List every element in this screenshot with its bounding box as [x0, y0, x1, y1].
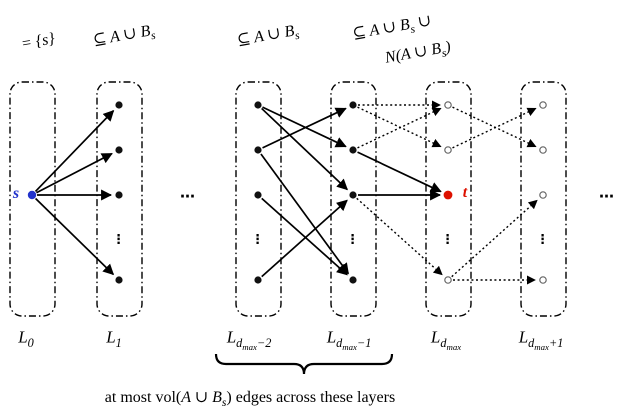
graph-node [115, 101, 123, 109]
edge-solid [261, 199, 348, 278]
graph-node [115, 276, 123, 284]
edge-dotted [452, 107, 537, 149]
edge-dotted [356, 197, 443, 276]
open-node [539, 146, 547, 154]
edge-solid [36, 152, 113, 194]
open-node [539, 101, 547, 109]
source-node [27, 190, 37, 200]
edge-dotted [452, 106, 537, 148]
layer-box-1 [96, 81, 143, 317]
edge-solid [260, 153, 349, 275]
graph-node [115, 191, 123, 199]
graph-node [349, 101, 357, 109]
layer-box-2 [235, 81, 282, 317]
edge-dotted [451, 199, 538, 278]
layer-box-0 [9, 81, 56, 317]
edge-dotted [357, 107, 442, 149]
edge-solid [357, 151, 442, 193]
graph-node [349, 191, 357, 199]
graph-node [254, 101, 262, 109]
graph-node [254, 146, 262, 154]
open-node [444, 146, 452, 154]
edge-solid [34, 109, 115, 192]
edge-solid [261, 107, 348, 191]
layer-box-5 [520, 81, 567, 317]
edge-solid [34, 197, 115, 276]
open-node [444, 101, 452, 109]
layer-box-3 [330, 81, 377, 317]
layer-box-4 [425, 81, 472, 317]
graph-node [349, 146, 357, 154]
graph-node [254, 276, 262, 284]
edge-solid [262, 106, 347, 148]
open-node [444, 276, 452, 284]
edge-solid [261, 197, 348, 276]
open-node [539, 276, 547, 284]
graph-node [115, 146, 123, 154]
target-node [443, 190, 453, 200]
graph-node [254, 191, 262, 199]
brace [214, 353, 394, 375]
edge-dotted [357, 106, 442, 148]
open-node [539, 191, 547, 199]
edge-solid [262, 107, 347, 149]
graph-node [349, 276, 357, 284]
